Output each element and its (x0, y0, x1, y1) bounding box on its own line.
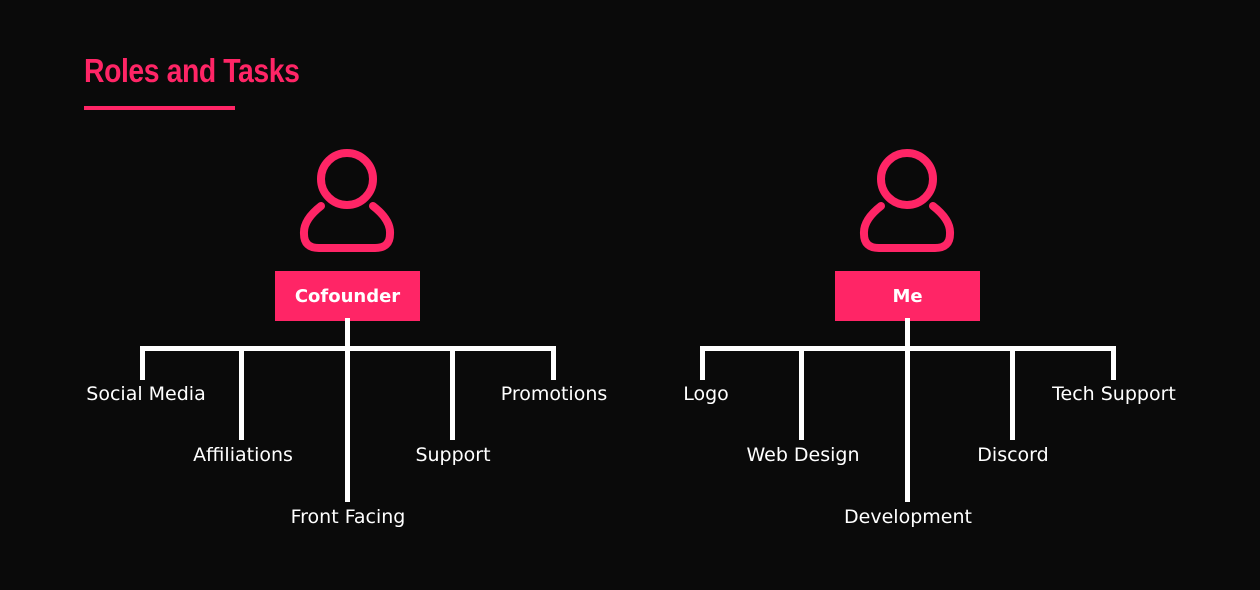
task-label: Tech Support (1052, 383, 1176, 405)
task-label: Web Design (746, 444, 860, 466)
task-tree-me (700, 318, 1116, 502)
task-label: Front Facing (290, 506, 406, 528)
user-icon (859, 149, 955, 252)
role-box-me: Me (835, 271, 980, 321)
title-underline (84, 106, 235, 110)
task-label: Development (844, 506, 972, 528)
task-label: Discord (977, 444, 1049, 466)
role-box-cofounder: Cofounder (275, 271, 420, 321)
user-icon (299, 149, 395, 252)
task-tree-cofounder (140, 318, 556, 502)
task-label: Support (415, 444, 491, 466)
task-label: Promotions (500, 383, 608, 405)
task-label: Social Media (86, 383, 206, 405)
page-title: Roles and Tasks (84, 52, 300, 89)
task-label: Affiliations (193, 444, 293, 466)
task-label: Logo (683, 383, 729, 405)
